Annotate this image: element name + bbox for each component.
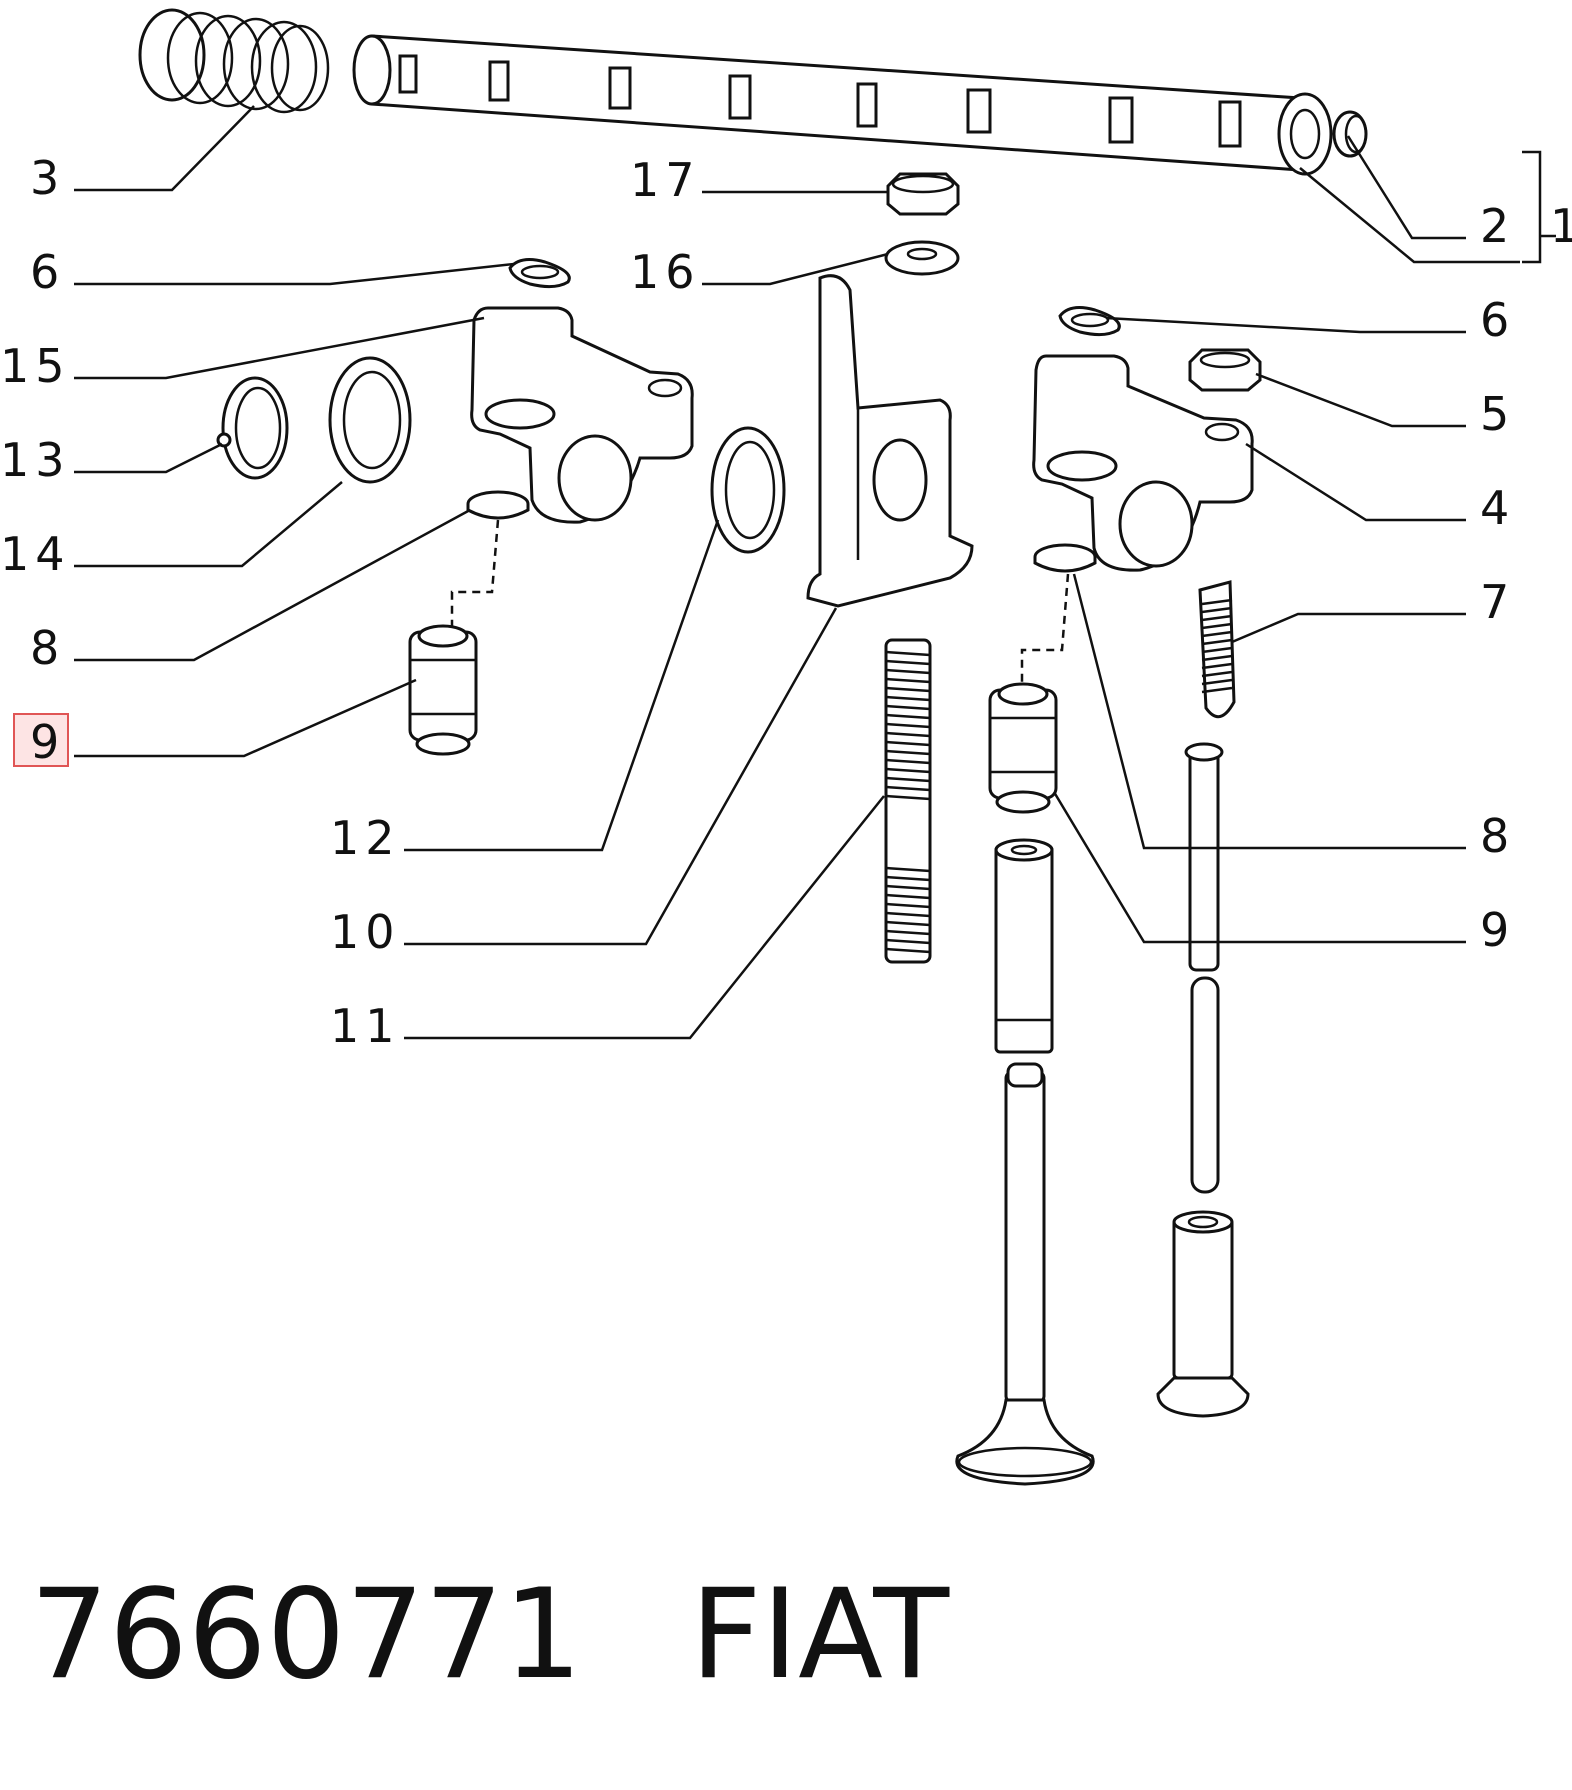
stud-thread-line (885, 713, 931, 720)
stud-thread-line (885, 731, 931, 738)
callout-2[interactable]: 2 (1480, 199, 1515, 253)
callout-8-right[interactable]: 8 (1480, 809, 1515, 863)
nut-part-5 (1188, 348, 1262, 392)
stud-thread-line (885, 677, 931, 684)
rocker-arm-part-4 (1032, 354, 1254, 572)
stud-thread-line (885, 695, 931, 702)
callout-14[interactable]: 14 (0, 527, 71, 581)
callout-15[interactable]: 15 (0, 339, 71, 393)
screw-thread-line (1201, 630, 1233, 638)
rocker-shaft-part-2 (352, 34, 1333, 176)
screw-thread-line (1201, 622, 1233, 630)
screw-thread-line (1201, 662, 1233, 670)
brand-name: FIAT (690, 1563, 950, 1707)
callout-13[interactable]: 13 (0, 433, 71, 487)
stud-thread-line (885, 767, 931, 774)
pushrod (1184, 742, 1224, 1194)
callout-7[interactable]: 7 (1480, 575, 1515, 629)
stud-thread-line (885, 659, 931, 666)
stud-thread-line (885, 902, 931, 909)
stud-thread-line (885, 668, 931, 675)
pad-part-8-right (1033, 543, 1097, 573)
stud-thread-line (885, 749, 931, 756)
callout-9-right[interactable]: 9 (1480, 903, 1515, 957)
part-number: 7660771 (30, 1563, 583, 1707)
engine-valve (955, 1062, 1095, 1486)
nut-part-17 (886, 172, 960, 216)
screw-thread-line (1201, 614, 1233, 622)
callout-labels: 3 6 15 13 14 8 9 17 16 12 10 11 2 1 6 5 … (0, 151, 1572, 1053)
stud-thread-line (885, 776, 931, 783)
stud-thread-line (885, 866, 931, 873)
callout-6-left[interactable]: 6 (30, 245, 65, 299)
callout-3[interactable]: 3 (30, 151, 65, 205)
snap-ring-part-13 (216, 376, 289, 480)
screw-thread-line (1201, 654, 1233, 662)
screw-thread-line (1201, 598, 1233, 606)
circlip-part-6-right (1058, 306, 1121, 337)
pad-part-8-left (466, 490, 530, 520)
shaft-end-plug (1332, 110, 1368, 158)
stud-thread-line (885, 875, 931, 882)
stud-thread-line (885, 794, 931, 801)
adjusting-screw-part-7 (1198, 580, 1236, 719)
rocker-arm-part-15 (470, 306, 694, 524)
callout-17[interactable]: 17 (630, 153, 701, 207)
stud-thread-line (885, 785, 931, 792)
valve-guide (994, 838, 1054, 1054)
screw-thread-line (1201, 646, 1233, 654)
stud-thread-line (885, 947, 931, 954)
support-bracket-part-10 (806, 274, 974, 608)
callout-6-right[interactable]: 6 (1480, 293, 1515, 347)
callout-16[interactable]: 16 (630, 245, 701, 299)
stud-thread-line (885, 722, 931, 729)
stud-part-11 (884, 638, 932, 964)
stud-thread-line (885, 929, 931, 936)
seal-ring-part-12 (710, 426, 786, 554)
callout-1[interactable]: 1 (1550, 199, 1572, 253)
stud-thread-line (885, 893, 931, 900)
group-bracket-1 (1522, 150, 1556, 264)
stud-thread-line (885, 650, 931, 657)
callout-12[interactable]: 12 (330, 811, 401, 865)
spring-part-3 (138, 8, 330, 114)
stud-thread-line (885, 758, 931, 765)
screw-thread-line (1201, 678, 1233, 686)
selected-callout-highlight (13, 713, 69, 767)
stud-thread-line (885, 938, 931, 945)
screw-thread-line (1201, 670, 1233, 678)
leader-lines (74, 105, 1520, 1040)
hydraulic-tappet-part-9-right (988, 682, 1058, 814)
screw-thread-line (1201, 606, 1233, 614)
washer-part-16 (884, 240, 960, 276)
callout-9-left[interactable]: 9 (30, 715, 65, 769)
screw-thread-line (1201, 686, 1233, 694)
stud-thread-line (885, 884, 931, 891)
stud-thread-line (885, 740, 931, 747)
callout-8-left[interactable]: 8 (30, 621, 65, 675)
callout-5[interactable]: 5 (1480, 387, 1515, 441)
seal-ring-part-14 (328, 356, 412, 484)
callout-11[interactable]: 11 (330, 999, 401, 1053)
circlip-part-6-left (508, 258, 571, 289)
tappet-bucket (1156, 1210, 1250, 1418)
stud-thread-line (885, 704, 931, 711)
screw-thread-line (1201, 638, 1233, 646)
callout-4[interactable]: 4 (1480, 481, 1515, 535)
hydraulic-tappet-part-9-left (408, 624, 478, 756)
stud-thread-line (885, 686, 931, 693)
part-footer: 7660771 FIAT (30, 1560, 949, 1710)
callout-10[interactable]: 10 (330, 905, 401, 959)
stud-thread-line (885, 920, 931, 927)
stud-thread-line (885, 911, 931, 918)
